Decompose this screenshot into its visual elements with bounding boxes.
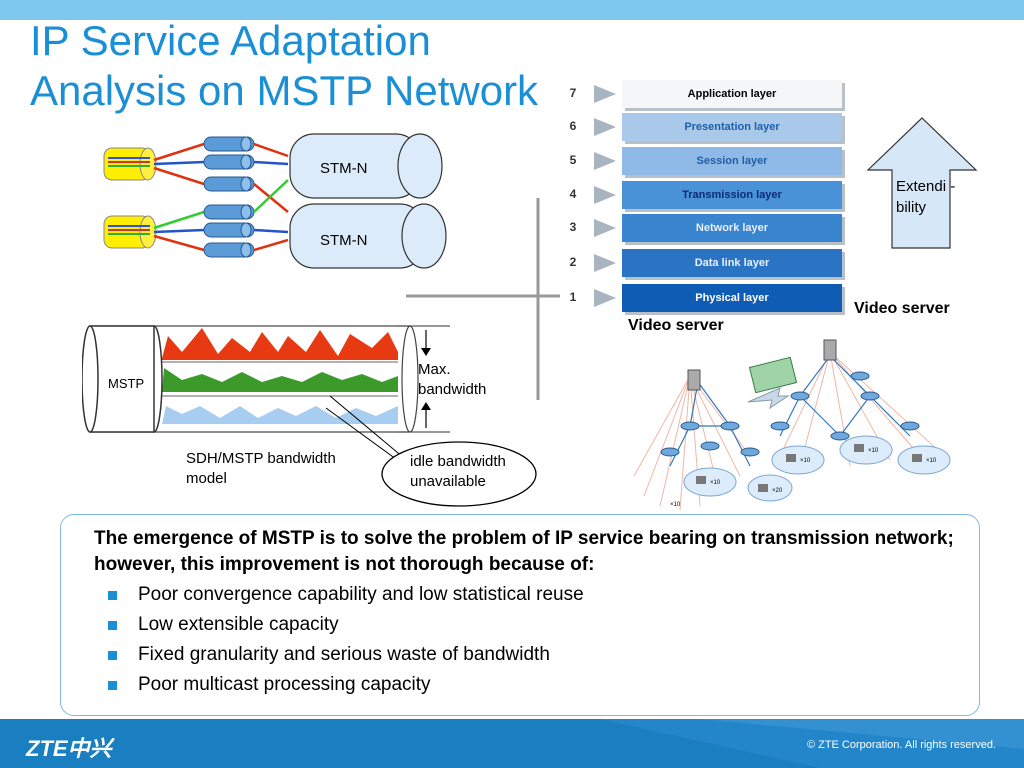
client-icons bbox=[696, 444, 922, 492]
client-count-label: ×10 bbox=[670, 502, 681, 508]
list-item-text: Low extensible capacity bbox=[138, 614, 339, 635]
page-title: IP Service Adaptation Analysis on MSTP N… bbox=[30, 17, 539, 114]
client-count-label: ×10 bbox=[926, 458, 937, 464]
video-server-label-right: Video server bbox=[854, 300, 950, 317]
client-count-label: ×20 bbox=[772, 488, 783, 494]
bullet-square-icon bbox=[108, 651, 117, 660]
fiber-bundle-top bbox=[103, 147, 157, 181]
mstp-bandwidth-model bbox=[82, 325, 450, 463]
issue-list: Poor convergence capability and low stat… bbox=[108, 580, 584, 700]
package-icon bbox=[747, 356, 798, 410]
extensibility-arrow bbox=[866, 117, 978, 249]
summary-box bbox=[60, 514, 980, 716]
bullet-square-icon bbox=[108, 681, 117, 690]
stm-mapping-diagram bbox=[103, 133, 447, 269]
osi-layer-number: 2 bbox=[569, 255, 577, 269]
stm-label-bottom: STM-N bbox=[320, 232, 368, 249]
divider-cross bbox=[406, 198, 560, 400]
osi-layer-box: Physical layer bbox=[622, 284, 842, 312]
idle-bandwidth-callout bbox=[381, 441, 537, 507]
top-accent-bar bbox=[0, 0, 1024, 20]
list-item: Low extensible capacity bbox=[108, 610, 584, 640]
osi-layer-number: 4 bbox=[569, 187, 577, 201]
list-item-text: Fixed granularity and serious waste of b… bbox=[138, 644, 550, 665]
triangle-arrow-icon bbox=[594, 219, 616, 237]
list-item-text: Poor convergence capability and low stat… bbox=[138, 584, 584, 605]
osi-layer-number: 1 bbox=[569, 290, 577, 304]
bullet-square-icon bbox=[108, 621, 117, 630]
stm-cylinder-bottom bbox=[289, 203, 447, 269]
bandwidth-model-label: SDH/MSTP bandwidth model bbox=[186, 450, 336, 487]
list-item-text: Poor multicast processing capacity bbox=[138, 674, 431, 695]
osi-layer-number: 5 bbox=[569, 153, 577, 167]
client-count-label: ×10 bbox=[710, 480, 721, 486]
copyright-text: © ZTE Corporation. All rights reserved. bbox=[806, 739, 996, 751]
bullet-square-icon bbox=[108, 591, 117, 600]
osi-layer-box: Presentation layer bbox=[622, 113, 842, 141]
server-icon bbox=[687, 339, 837, 391]
client-count-label: ×10 bbox=[868, 448, 879, 454]
osi-layer-box: Transmission layer bbox=[622, 181, 842, 209]
triangle-arrow-icon bbox=[594, 254, 616, 272]
triangle-arrow-icon bbox=[594, 152, 616, 170]
stm-cylinder-top bbox=[289, 133, 443, 199]
mstp-pipe-label: MSTP bbox=[108, 376, 145, 391]
osi-layer-number: 6 bbox=[569, 119, 577, 133]
triangle-arrow-icon bbox=[594, 118, 616, 136]
osi-layer-box: Network layer bbox=[622, 214, 842, 242]
fiber-bundle-bottom bbox=[103, 215, 157, 249]
max-bandwidth-label: Max. bandwidth bbox=[418, 361, 487, 398]
client-count-label: ×10 bbox=[800, 458, 811, 464]
summary-intro: The emergence of MSTP is to solve the pr… bbox=[94, 528, 954, 575]
triangle-arrow-icon bbox=[594, 186, 616, 204]
extensibility-label: Extendi -bility bbox=[896, 178, 956, 216]
osi-layer-box: Application layer bbox=[622, 80, 842, 108]
zte-logo: ZTE中兴 bbox=[26, 736, 112, 761]
video-network-illustration: ×10 ×10 ×10 ×10 ×10 ×20 bbox=[633, 339, 951, 511]
stm-label-top: STM-N bbox=[320, 160, 368, 177]
triangle-arrow-icon bbox=[594, 289, 616, 307]
video-server-label-left: Video server bbox=[628, 317, 724, 334]
footer-bar bbox=[0, 719, 1024, 768]
idle-bandwidth-label: idle bandwidth unavailable bbox=[410, 453, 506, 490]
list-item: Poor convergence capability and low stat… bbox=[108, 580, 584, 610]
osi-layer-number: 7 bbox=[569, 86, 577, 100]
osi-layer-number: 3 bbox=[569, 220, 577, 234]
triangle-arrow-icon bbox=[594, 85, 616, 103]
osi-layer-box: Session layer bbox=[622, 147, 842, 175]
list-item: Poor multicast processing capacity bbox=[108, 670, 584, 700]
list-item: Fixed granularity and serious waste of b… bbox=[108, 640, 584, 670]
osi-layer-box: Data link layer bbox=[622, 249, 842, 277]
